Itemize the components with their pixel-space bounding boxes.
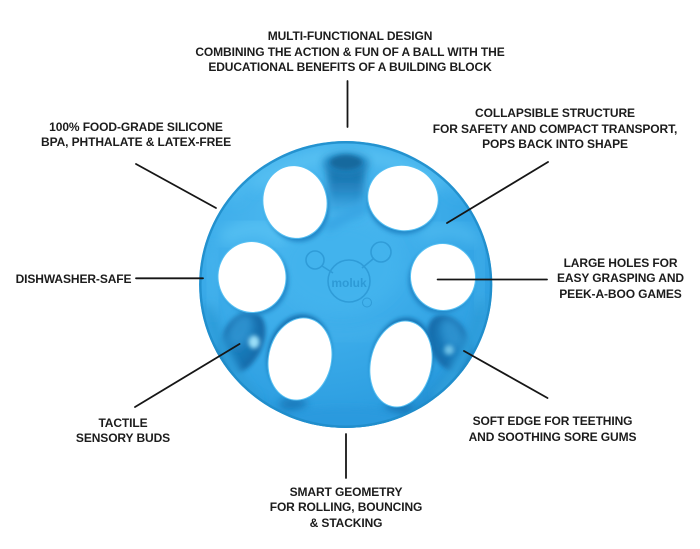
svg-text:moluk: moluk [331, 276, 367, 290]
